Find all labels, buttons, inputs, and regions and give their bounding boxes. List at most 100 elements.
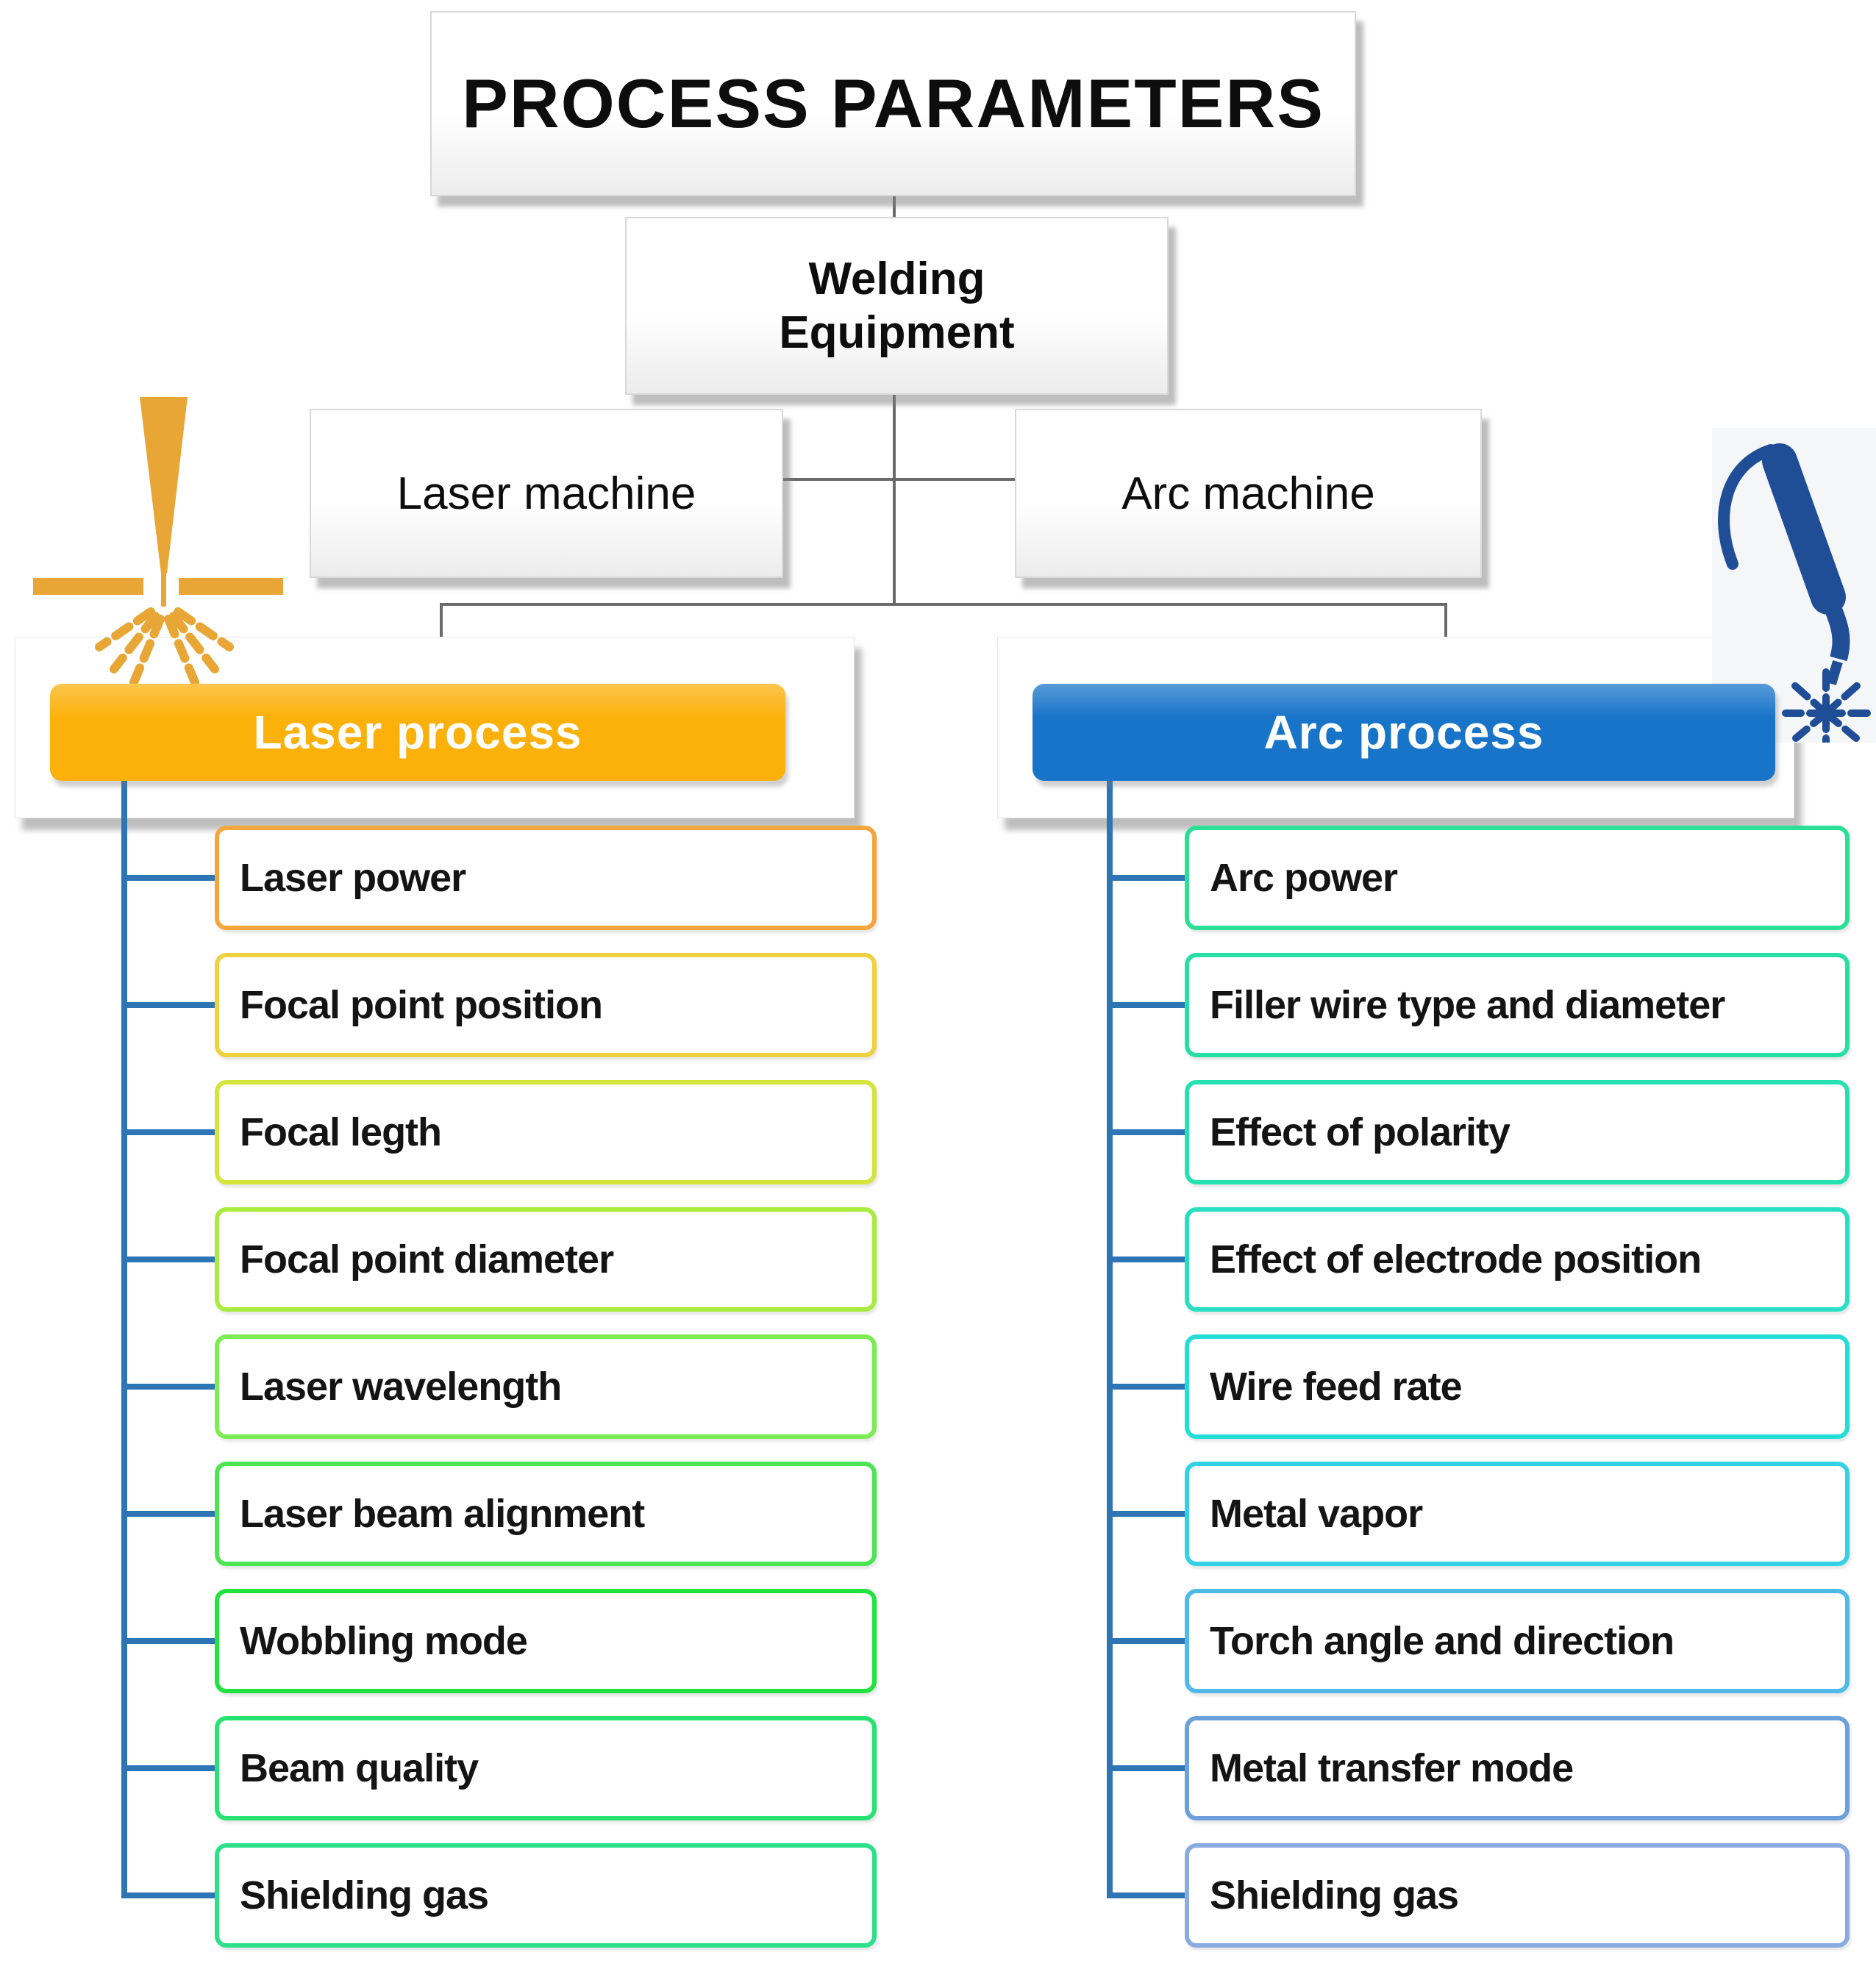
connector-title-to-root: [893, 193, 896, 218]
connector-root-down: [893, 391, 896, 606]
workpiece-left: [33, 578, 143, 595]
arc-item-row: Filler wire type and diameter: [1108, 953, 1850, 1057]
arc-item-label: Effect of electrode position: [1210, 1237, 1702, 1282]
laser-beam-icon: [33, 397, 283, 687]
torch-spark-star: [1782, 667, 1872, 746]
title-box: PROCESS PARAMETERS: [430, 11, 1356, 196]
connector-stub: [1108, 1002, 1185, 1008]
welding-equipment-label: Welding Equipment: [779, 252, 1014, 360]
connector-stub: [122, 1129, 215, 1135]
page-title: PROCESS PARAMETERS: [462, 65, 1324, 142]
arc-item-label: Metal vapor: [1210, 1492, 1423, 1536]
arc-process-header: Arc process: [1032, 684, 1775, 781]
laser-item-row: Beam quality: [122, 1716, 877, 1820]
arc-item-box: Wire feed rate: [1185, 1334, 1850, 1439]
laser-item-label: Beam quality: [240, 1746, 479, 1790]
arc-item-box: Torch angle and direction: [1185, 1589, 1850, 1693]
laser-item-label: Focal point position: [240, 983, 603, 1027]
laser-item-label: Laser wavelength: [240, 1365, 562, 1409]
welding-equipment-line1: Welding: [808, 253, 985, 304]
laser-process-header-label: Laser process: [253, 706, 582, 759]
arc-item-label: Effect of polarity: [1210, 1110, 1511, 1154]
laser-item-box: Focal legth: [215, 1080, 877, 1184]
arc-items-column: Arc power Filler wire type and diameter …: [1108, 826, 1850, 1948]
laser-items-column: Laser power Focal point position Focal l…: [122, 826, 877, 1948]
welding-equipment-box: Welding Equipment: [625, 217, 1169, 395]
arc-item-label: Shielding gas: [1210, 1873, 1459, 1917]
laser-item-row: Laser wavelength: [122, 1334, 877, 1439]
connector-drop-right: [1444, 603, 1447, 638]
connector-stub: [122, 1511, 215, 1517]
laser-item-label: Laser power: [240, 856, 466, 900]
arc-item-label: Filler wire type and diameter: [1210, 983, 1725, 1027]
connector-stub: [1108, 1511, 1185, 1517]
arc-item-label: Arc power: [1210, 856, 1398, 900]
arc-item-row: Effect of polarity: [1108, 1080, 1850, 1184]
connector-stub: [122, 875, 215, 881]
arc-item-label: Wire feed rate: [1210, 1365, 1463, 1409]
laser-item-row: Shielding gas: [122, 1843, 877, 1948]
laser-item-row: Focal legth: [122, 1080, 877, 1184]
laser-item-box: Beam quality: [215, 1716, 877, 1820]
arc-item-box: Arc power: [1185, 826, 1850, 930]
connector-stub: [1108, 875, 1185, 881]
arc-item-row: Wire feed rate: [1108, 1334, 1850, 1439]
arc-item-row: Metal vapor: [1108, 1462, 1850, 1566]
laser-item-row: Laser beam alignment: [122, 1462, 877, 1566]
connector-stub: [1108, 1257, 1185, 1262]
welding-equipment-line2: Equipment: [779, 307, 1015, 358]
arc-item-row: Torch angle and direction: [1108, 1589, 1850, 1693]
laser-item-label: Shielding gas: [240, 1873, 489, 1917]
laser-item-box: Wobbling mode: [215, 1589, 877, 1693]
arc-item-label: Metal transfer mode: [1210, 1746, 1574, 1790]
connector-machines-horizontal: [778, 478, 1017, 481]
torch-tip: [1826, 659, 1843, 686]
torch-cable: [1718, 444, 1777, 570]
arc-process-header-label: Arc process: [1263, 706, 1544, 759]
laser-beam-needle: [161, 544, 166, 607]
connector-stub: [1108, 1892, 1185, 1898]
connector-drop-left: [440, 603, 443, 638]
arc-item-box: Metal transfer mode: [1185, 1716, 1850, 1820]
connector-stub: [1108, 1765, 1185, 1771]
laser-item-box: Shielding gas: [215, 1843, 877, 1948]
workpiece-right: [179, 578, 283, 595]
laser-machine-box: Laser machine: [310, 409, 783, 578]
laser-sparks: [95, 607, 234, 687]
connector-stub: [1108, 1638, 1185, 1644]
laser-item-box: Laser wavelength: [215, 1334, 877, 1439]
arc-item-box: Filler wire type and diameter: [1185, 953, 1850, 1057]
laser-item-row: Wobbling mode: [122, 1589, 877, 1693]
connector-stub: [1108, 1384, 1185, 1390]
torch-neck: [1819, 593, 1850, 662]
connector-stub: [122, 1257, 215, 1262]
arc-machine-label: Arc machine: [1121, 468, 1375, 519]
laser-item-box: Laser power: [215, 826, 877, 930]
laser-item-row: Laser power: [122, 826, 877, 930]
connector-stub: [122, 1638, 215, 1644]
arc-item-box: Metal vapor: [1185, 1462, 1850, 1566]
connector-stub: [122, 1384, 215, 1390]
laser-item-label: Laser beam alignment: [240, 1492, 645, 1536]
laser-process-header: Laser process: [50, 684, 785, 781]
laser-item-label: Focal point diameter: [240, 1237, 614, 1282]
laser-item-row: Focal point position: [122, 953, 877, 1057]
arc-item-label: Torch angle and direction: [1210, 1619, 1675, 1663]
laser-item-label: Focal legth: [240, 1110, 442, 1154]
arc-item-box: Effect of electrode position: [1185, 1207, 1850, 1312]
welding-torch-icon: [1718, 443, 1872, 746]
connector-stub: [122, 1765, 215, 1771]
laser-item-label: Wobbling mode: [240, 1619, 528, 1663]
arc-item-box: Effect of polarity: [1185, 1080, 1850, 1184]
connector-stub: [122, 1892, 215, 1898]
arc-item-row: Effect of electrode position: [1108, 1207, 1850, 1312]
laser-item-box: Focal point position: [215, 953, 877, 1057]
laser-beam-shape: [140, 397, 188, 573]
connector-stub: [122, 1002, 215, 1008]
laser-item-box: Laser beam alignment: [215, 1462, 877, 1566]
arc-item-row: Arc power: [1108, 826, 1850, 930]
arc-item-row: Shielding gas: [1108, 1843, 1850, 1948]
laser-machine-label: Laser machine: [396, 468, 696, 519]
laser-rail-connector: [121, 781, 127, 1898]
